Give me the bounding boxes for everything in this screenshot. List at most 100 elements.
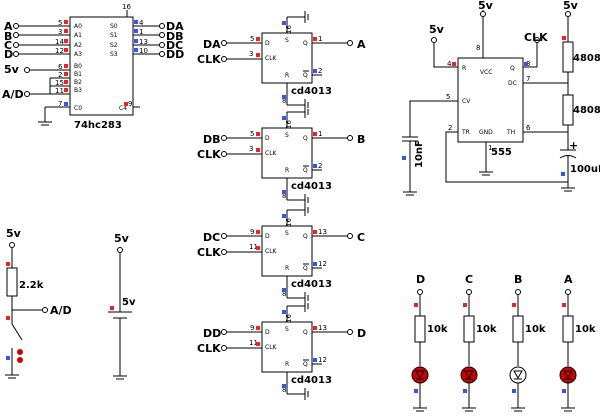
ff-gnd-pin-num: 8 [282, 97, 286, 105]
switch-vcc-label: 5v [6, 227, 22, 240]
output-db-terminal[interactable] [159, 32, 165, 38]
ff-pin-q: Q [303, 135, 308, 142]
timer-pin-tr: TR [461, 129, 470, 136]
ff-q-terminal[interactable] [347, 135, 353, 141]
ff-pin-nq: Q [303, 72, 308, 79]
resistor-switch [6, 267, 18, 297]
switch-contact-icon [17, 349, 23, 355]
ff-q-terminal[interactable] [347, 40, 353, 46]
led-gnd-marker [512, 389, 516, 393]
adder-s0: S0 [110, 23, 118, 30]
source-vcc-label: 5v [114, 232, 130, 245]
ff-clk-pin-marker [256, 53, 260, 57]
ff-pin-q: Q [303, 40, 308, 47]
ff-q-terminal[interactable] [347, 233, 353, 239]
led-gnd-marker [463, 389, 467, 393]
timer-clk-label: CLK [524, 31, 548, 44]
ff-part-name: cd4013 [291, 279, 332, 290]
switch-block: 5v 2.2k A/D [5, 227, 72, 379]
ff-gnd-pin-marker [282, 190, 286, 194]
ff-q-label: B [357, 133, 365, 146]
ff-part-name: cd4013 [291, 86, 332, 97]
led-terminal[interactable] [565, 289, 571, 295]
output-dd-terminal[interactable] [159, 51, 165, 57]
ff-d-terminal[interactable] [221, 329, 227, 335]
ff-gnd-pin-marker [282, 384, 286, 388]
adder-b2: B2 [74, 79, 82, 86]
ff-d-pin-marker [256, 326, 260, 330]
ff-q-terminal[interactable] [347, 329, 353, 335]
ff-d-pin-num: 5 [250, 130, 254, 138]
timer-vcc-terminal[interactable] [480, 11, 486, 17]
ff-d-terminal[interactable] [221, 40, 227, 46]
resistor-r2-value: 4808 [573, 105, 600, 116]
led-resistor [562, 315, 574, 343]
ff-vcc-pin-marker [282, 310, 286, 314]
led-terminal[interactable] [466, 289, 472, 295]
ff-nq-pin-marker [313, 262, 317, 266]
adder-pin-a0-num: 5 [58, 19, 62, 27]
ctrl-label: A/D [2, 88, 24, 101]
ff-d-pin-num: 5 [250, 35, 254, 43]
ff-clk-label: CLK [197, 148, 221, 161]
switch-lever[interactable] [11, 323, 23, 341]
led-terminal[interactable] [417, 289, 423, 295]
ff-clk-pin-num: 11 [249, 243, 258, 251]
led-resistor [463, 315, 475, 343]
flipflop-chip [261, 32, 313, 84]
ff-clk-terminal[interactable] [221, 56, 227, 62]
ff-d-pin-num: 9 [250, 228, 254, 236]
ff-clk-terminal[interactable] [221, 345, 227, 351]
adder-b3: B3 [74, 87, 82, 94]
ff-clk-label: CLK [197, 53, 221, 66]
ff-vcc-pin-marker [282, 214, 286, 218]
timer-part-name: 555 [491, 147, 512, 158]
input-c-terminal[interactable] [13, 42, 19, 48]
ff-nq-pin-marker [313, 69, 317, 73]
output-dc-terminal[interactable] [159, 42, 165, 48]
ff-d-label: DD [203, 327, 221, 340]
switch-vcc-terminal[interactable] [9, 242, 15, 248]
timer-vcc2-terminal[interactable] [565, 11, 571, 17]
source-vcc-terminal[interactable] [117, 247, 123, 253]
b0-supply-terminal[interactable] [24, 67, 30, 73]
flipflop-chip [261, 225, 313, 277]
ff-d-terminal[interactable] [221, 135, 227, 141]
ff-q-pin-num: 13 [318, 324, 327, 332]
timer-clk-terminal[interactable] [534, 37, 540, 43]
ff-clk-terminal[interactable] [221, 151, 227, 157]
timer-rst-terminal[interactable] [431, 37, 437, 43]
adder-pin-s1-num: 1 [139, 28, 143, 36]
ff-nq-pin-num: 2 [318, 162, 322, 170]
ff-pin-s: S [285, 230, 289, 237]
resistor-r1 [562, 41, 574, 73]
source-block: 5v 5v [108, 232, 136, 380]
ff-pin-q: Q [303, 233, 308, 240]
led-resistor-value: 10k [476, 324, 497, 335]
ff-d-terminal[interactable] [221, 233, 227, 239]
ff-gnd-pin-num: 8 [282, 290, 286, 298]
switch-out-terminal[interactable] [42, 307, 48, 313]
adder-s3: S3 [110, 51, 118, 58]
timer-num-th: 6 [526, 124, 531, 132]
ff-q-pin-num: 13 [318, 228, 327, 236]
ff-clk-terminal[interactable] [221, 249, 227, 255]
ff-q-pin-marker [313, 37, 317, 41]
output-da-terminal[interactable] [159, 23, 165, 29]
led-terminal[interactable] [515, 289, 521, 295]
timer-chip [457, 57, 524, 143]
ff-nq-pin-num: 2 [318, 67, 322, 75]
ff-gnd-pin-num: 8 [282, 386, 286, 394]
timer-num-dc: 7 [526, 75, 530, 83]
adder-s2: S2 [110, 42, 118, 49]
input-d-terminal[interactable] [13, 51, 19, 57]
adder-a2: A2 [74, 42, 82, 49]
ctrl-terminal[interactable] [24, 91, 30, 97]
input-a-terminal[interactable] [13, 23, 19, 29]
resistor-r1-value: 4808 [573, 53, 600, 64]
led-resistor [414, 315, 426, 343]
ff-pin-s: S [285, 326, 289, 333]
input-b-terminal[interactable] [13, 32, 19, 38]
